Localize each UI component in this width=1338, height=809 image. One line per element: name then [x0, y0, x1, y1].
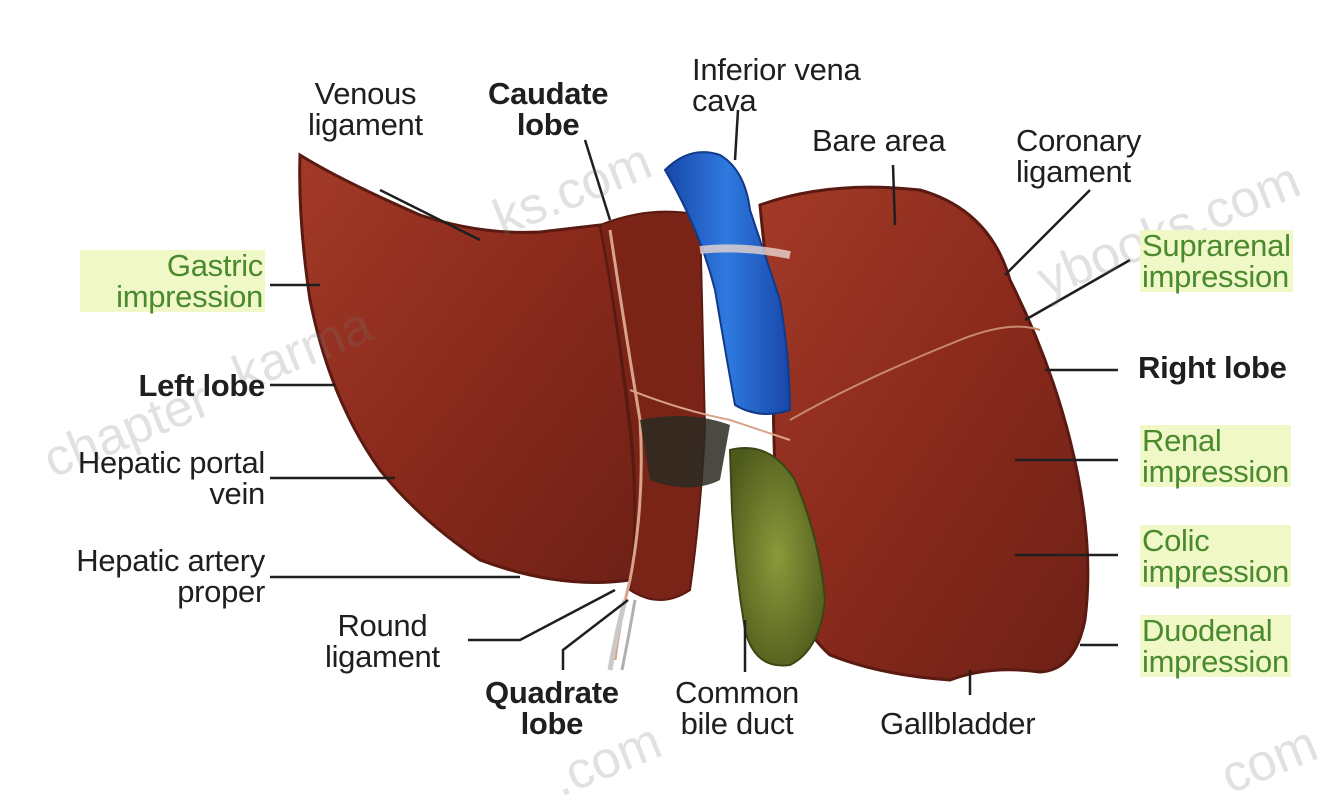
porta-hepatis-shape: [640, 416, 730, 488]
label-gallbladder: Gallbladder: [880, 708, 1035, 739]
left-lobe-shape: [300, 155, 635, 583]
label-right-lobe: Right lobe: [1138, 352, 1287, 383]
label-bare-area: Bare area: [812, 125, 945, 156]
label-left-lobe: Left lobe: [80, 370, 265, 401]
